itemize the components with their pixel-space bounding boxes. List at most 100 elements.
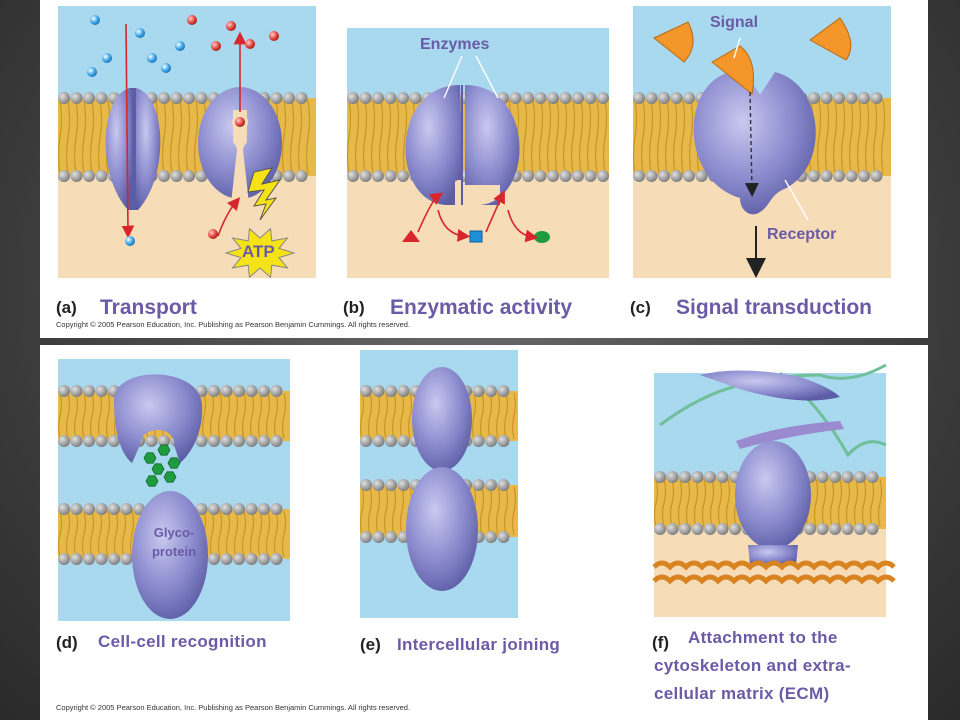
lipid-head	[95, 92, 108, 104]
lipid-tail	[399, 486, 405, 536]
lipid-head	[347, 170, 359, 182]
panel-a-letter: (a)	[56, 298, 77, 317]
glycan-hexagon	[163, 471, 177, 483]
lipid-head	[83, 92, 95, 104]
lipid-head	[233, 503, 245, 515]
lipid-head	[108, 503, 120, 515]
lipid-head	[385, 531, 397, 543]
lipid-tail	[201, 392, 207, 440]
lipid-head	[584, 170, 597, 182]
lipid-head	[804, 523, 816, 535]
lipid-head	[858, 92, 870, 104]
lipid-head	[208, 503, 220, 515]
lipid-head	[220, 435, 233, 447]
lipid-tail	[495, 392, 501, 440]
lipid-tail	[225, 510, 231, 558]
lipid-tail	[273, 510, 279, 558]
lipid-tail	[861, 478, 867, 528]
lipid-head	[820, 170, 833, 182]
lipid-tail	[89, 392, 95, 440]
lipid-tail	[281, 99, 287, 175]
lipid-head	[270, 435, 283, 447]
lipid-head	[270, 92, 283, 104]
lipid-tail	[57, 510, 63, 558]
lipid-head	[158, 435, 170, 447]
lipid-tail	[378, 99, 384, 175]
lipid-head	[183, 170, 195, 182]
lipid-tail	[586, 99, 592, 175]
lipid-tail	[856, 99, 862, 175]
lipid-head	[695, 170, 708, 182]
lipid-head	[70, 385, 83, 397]
lipid-tail	[656, 99, 662, 175]
lipid-head	[547, 92, 559, 104]
receptor-callout: Receptor	[767, 226, 837, 243]
lipid-head	[58, 503, 70, 515]
blue-solute	[125, 236, 135, 246]
lipid-head	[220, 553, 233, 565]
lipid-head	[270, 385, 283, 397]
panel-d-letter: (d)	[56, 633, 78, 652]
lipid-head	[534, 170, 547, 182]
lipid-tail	[672, 99, 678, 175]
lipid-head	[195, 503, 208, 515]
lipid-head	[397, 435, 410, 447]
lipid-tail	[305, 99, 311, 175]
panel-c-title: Signal transduction	[676, 296, 873, 319]
lipid-head	[108, 553, 120, 565]
integrin-icon	[735, 441, 811, 549]
lipid-head	[691, 471, 704, 483]
signal-pointer	[733, 37, 741, 59]
lipid-tail	[391, 392, 397, 440]
lipid-head	[372, 479, 385, 491]
lipid-head	[372, 170, 384, 182]
diffusion-arrow	[121, 23, 135, 239]
panel-e-letter: (e)	[360, 635, 381, 654]
reaction-arrow	[417, 192, 444, 233]
lipid-tail	[241, 510, 247, 558]
lipid-head	[195, 170, 208, 182]
lipid-head	[83, 385, 95, 397]
signal-callout: Signal	[710, 14, 759, 31]
lipid-head	[397, 92, 409, 104]
lipid-head	[670, 92, 683, 104]
red-solute	[245, 39, 255, 49]
signal-molecule-icon	[711, 45, 754, 95]
pump-site	[233, 133, 247, 147]
lipid-head	[829, 523, 841, 535]
lipid-tail	[391, 486, 397, 536]
lipid-tail	[97, 99, 103, 175]
lipid-head	[145, 435, 158, 447]
red-solute	[211, 41, 221, 51]
panel-a-title: Transport	[100, 296, 197, 319]
lipid-tail	[546, 99, 552, 175]
lipid-tail	[394, 99, 400, 175]
lipid-head	[270, 503, 283, 515]
lipid-head	[359, 170, 372, 182]
substrate-triangle	[402, 230, 420, 242]
lipid-tail	[837, 478, 843, 528]
lipid-head	[658, 92, 670, 104]
lipid-head	[866, 471, 879, 483]
lipid-tail	[538, 99, 544, 175]
lipid-head	[472, 435, 485, 447]
lipid-tail	[249, 510, 255, 558]
lipid-head	[58, 385, 70, 397]
panel-b-letter: (b)	[343, 298, 365, 317]
lipid-tail	[848, 99, 854, 175]
lipid-tail	[816, 99, 822, 175]
lipid-head	[522, 92, 534, 104]
lipid-tail	[880, 99, 886, 175]
lipid-head	[716, 471, 729, 483]
lipid-tail	[161, 99, 167, 175]
lipid-tail	[209, 392, 215, 440]
lipid-tail	[864, 99, 870, 175]
lipid-tail	[602, 99, 608, 175]
lipid-head	[372, 531, 385, 543]
lipid-head	[645, 170, 658, 182]
lipid-head	[397, 170, 409, 182]
lipid-tail	[241, 392, 247, 440]
receptor-pointer	[784, 179, 809, 221]
lipid-tail	[824, 99, 830, 175]
lipid-head	[372, 92, 384, 104]
